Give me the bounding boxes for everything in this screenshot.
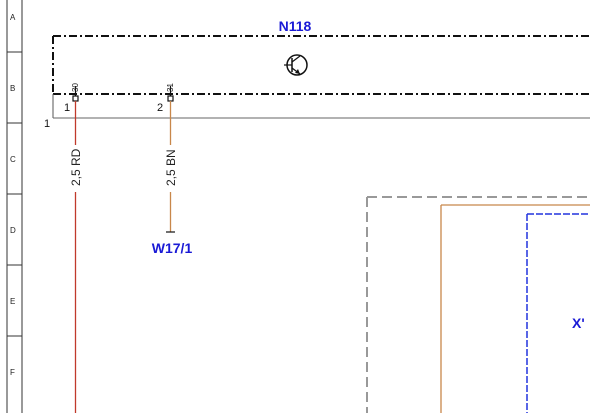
transistor-icon (284, 54, 308, 76)
component-label-n118: N118 (279, 18, 312, 34)
wire-brown-label: 2,5 BN (164, 149, 178, 186)
pin-2-number: 2 (157, 102, 163, 114)
row-label-a: A (10, 13, 16, 22)
component-n118-box (52, 35, 590, 95)
pin-2-terminal: 31 (166, 83, 175, 92)
component-label-w17-1: W17/1 (152, 240, 193, 256)
wire-brown (166, 101, 175, 233)
ground-bus-line (52, 94, 590, 119)
row-label-c: C (10, 155, 16, 164)
row-ruler: A B C D E F (6, 0, 23, 413)
wire-red-label: 2,5 RD (69, 148, 83, 186)
pin-1-number: 1 (64, 102, 70, 114)
component-x-box (366, 196, 590, 413)
ground-bus-number: 1 (44, 118, 50, 130)
pin-1-terminal: 30 (71, 83, 80, 92)
row-label-d: D (10, 226, 16, 235)
row-label-b: B (10, 84, 15, 93)
component-label-x-partial: X' (572, 315, 585, 331)
row-label-f: F (10, 368, 15, 377)
row-label-e: E (10, 297, 15, 306)
